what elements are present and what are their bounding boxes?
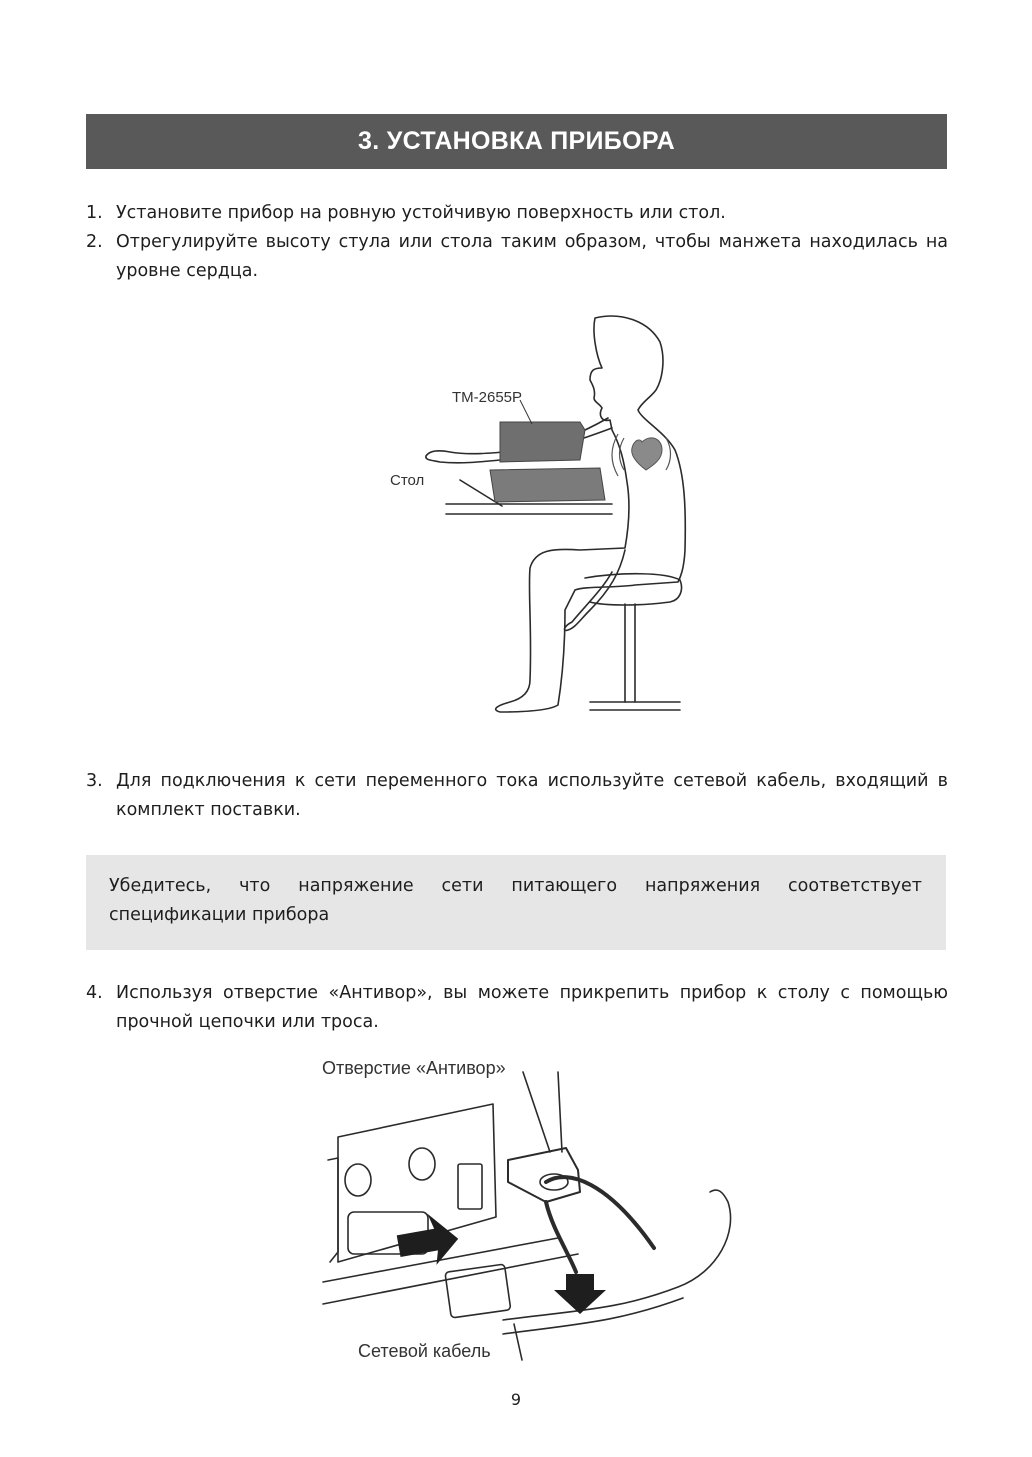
device-label: TM-2655P	[452, 389, 522, 406]
step-number: 3.	[86, 771, 103, 791]
step-number: 1.	[86, 203, 103, 223]
warning-note: Убедитесь, что напряжение сети питающего…	[86, 855, 946, 950]
section-header: 3. УСТАНОВКА ПРИБОРА	[86, 114, 947, 169]
fuse-right	[408, 1147, 436, 1181]
lower-arm-outline	[563, 549, 626, 632]
person-outline	[494, 315, 687, 713]
seated-person-illustration: TM-2655P Стол	[390, 315, 687, 713]
down-arrow-icon	[554, 1274, 606, 1314]
power-cable	[502, 1189, 732, 1321]
step-4: 4. Используя отверстие «Антивор», вы мож…	[86, 979, 948, 1037]
step-text: Для подключения к сети переменного тока …	[116, 771, 948, 820]
monitor-base	[489, 467, 606, 503]
step-text: Установите прибор на ровную устойчивую п…	[116, 203, 726, 223]
table-label: Стол	[390, 472, 424, 489]
note-text: Убедитесь, что напряжение сети питающего…	[109, 876, 922, 925]
step-3: 3. Для подключения к сети переменного то…	[86, 767, 948, 825]
heart-icon	[631, 437, 663, 471]
device-rear-illustration: Отверстие «Антивор» Сетевой кабель	[322, 1058, 732, 1361]
step-text: Отрегулируйте высоту стула или стола так…	[116, 232, 948, 281]
pulse-marks	[611, 433, 672, 477]
insert-arrow-icon	[396, 1213, 459, 1265]
monitor-device	[499, 421, 586, 463]
cable-label: Сетевой кабель	[358, 1341, 491, 1361]
fuse-left	[344, 1163, 372, 1197]
step-2: 2. Отрегулируйте высоту стула или стола …	[86, 228, 948, 286]
step-number: 2.	[86, 232, 103, 252]
power-switch	[457, 1163, 483, 1210]
page-number: 9	[510, 1390, 522, 1409]
antitheft-label: Отверстие «Антивор»	[322, 1058, 506, 1078]
antitheft-hole	[507, 1147, 581, 1203]
section-title: 3. УСТАНОВКА ПРИБОРА	[358, 127, 675, 155]
cable-plug	[444, 1263, 512, 1319]
step-1: 1. Установите прибор на ровную устойчиву…	[86, 199, 948, 228]
step-number: 4.	[86, 983, 103, 1003]
step-text: Используя отверстие «Антивор», вы можете…	[116, 983, 948, 1032]
